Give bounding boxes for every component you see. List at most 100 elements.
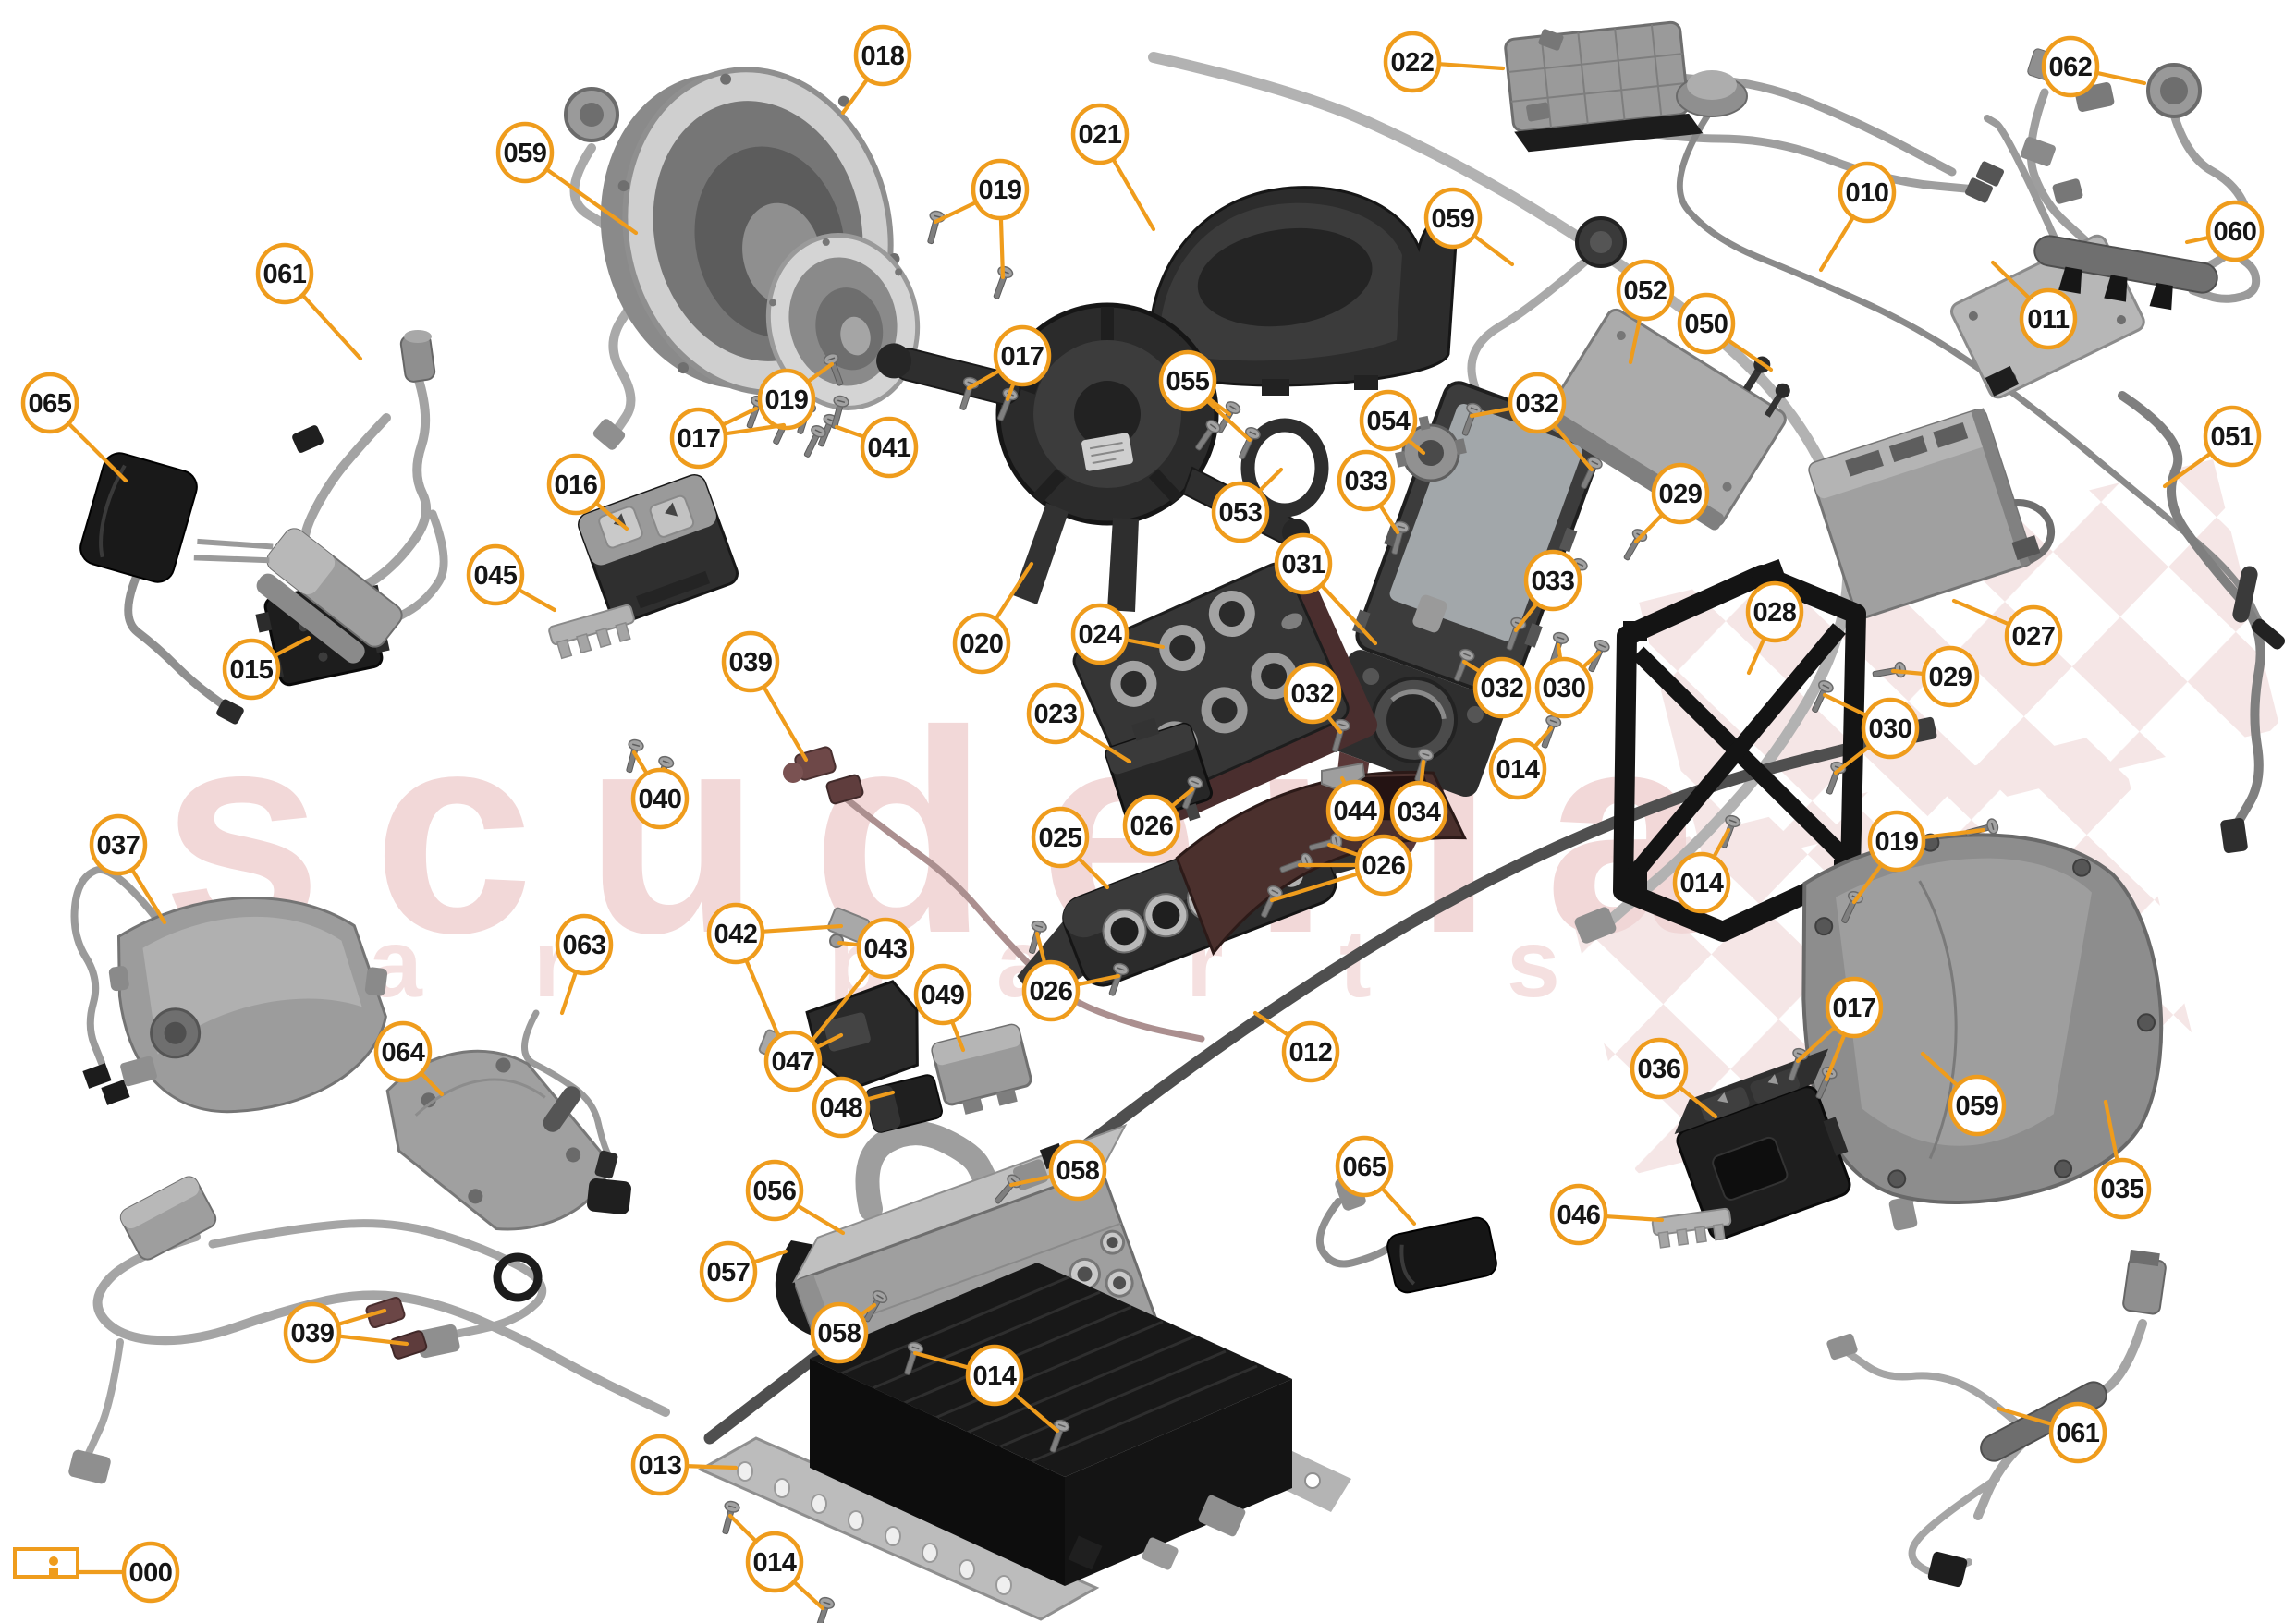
callout-065[interactable]: 065 [1335,1135,1417,1226]
callout-034[interactable]: 034 [1389,759,1448,843]
callout-043[interactable]: 043 [788,917,915,1069]
callout-057[interactable]: 057 [699,1240,788,1303]
callout-circle [2048,1401,2107,1464]
callout-030[interactable]: 030 [1534,642,1602,719]
callout-number: 037 [97,831,140,860]
callout-064[interactable]: 064 [373,1020,445,1097]
callout-014[interactable]: 014 [1672,827,1731,914]
callout-065[interactable]: 065 [20,372,128,483]
callout-052[interactable]: 052 [1616,259,1675,365]
callout-050[interactable]: 050 [1677,292,1774,372]
callout-025[interactable]: 025 [1031,806,1110,890]
callout-029[interactable]: 029 [1633,462,1710,544]
callout-021[interactable]: 021 [1070,103,1156,232]
callout-018[interactable]: 018 [840,24,912,116]
callout-015[interactable]: 015 [222,635,311,701]
callout-017[interactable]: 017 [966,324,1052,402]
callout-058[interactable]: 058 [810,1301,877,1364]
callout-number: 043 [864,934,908,964]
callout-051[interactable]: 051 [2162,405,2262,489]
callout-leader-line [1204,398,1252,443]
callout-leader-line [1990,260,2032,300]
callout-049[interactable]: 049 [913,963,972,1053]
callout-026[interactable]: 026 [1269,834,1413,903]
callout-leader-line [1326,842,1361,858]
callout-number: 058 [818,1319,861,1348]
callout-054[interactable]: 054 [1359,389,1426,456]
callout-circle [546,453,605,516]
callout-014[interactable]: 014 [727,1513,825,1611]
callout-017[interactable]: 017 [1795,976,1884,1082]
callout-037[interactable]: 037 [89,813,167,925]
callout-040[interactable]: 040 [630,750,690,830]
callout-number: 041 [868,433,911,463]
callout-circle [1921,645,1980,708]
callout-number: 017 [678,424,721,454]
callout-014[interactable]: 014 [1488,726,1554,800]
cable-065-end-connector [216,699,244,725]
callout-leader-line [1628,316,1643,365]
callout-059[interactable]: 059 [1423,187,1515,267]
amplifier-box [810,1263,1292,1586]
callout-055[interactable]: 055 [1158,349,1252,443]
callout-039[interactable]: 039 [283,1301,409,1364]
callout-059[interactable]: 059 [495,121,639,236]
callout-033[interactable]: 033 [1513,549,1582,633]
callout-013[interactable]: 013 [630,1434,739,1496]
callout-026[interactable]: 026 [1021,931,1121,1022]
callout-014[interactable]: 014 [912,1344,1060,1434]
callout-042[interactable]: 042 [706,902,844,1047]
callout-011[interactable]: 011 [1990,260,2078,350]
callout-016[interactable]: 016 [546,453,629,531]
callout-032[interactable]: 032 [1461,656,1532,719]
callout-019[interactable]: 019 [757,361,835,431]
callout-063[interactable]: 063 [555,913,614,1016]
callout-circle [1048,1139,1107,1202]
callout-044[interactable]: 044 [1325,775,1385,842]
callout-039[interactable]: 039 [721,630,809,763]
callout-number: 040 [639,785,682,814]
callout-leader-line [1256,467,1284,494]
callout-circle [466,543,525,606]
callout-061[interactable]: 061 [255,242,363,361]
callout-019[interactable]: 019 [933,158,1030,280]
callout-012[interactable]: 012 [1252,1010,1340,1083]
callout-027[interactable]: 027 [1951,598,2063,667]
callout-010[interactable]: 010 [1818,161,1897,273]
callout-number: 049 [922,981,965,1010]
callout-056[interactable]: 056 [745,1159,846,1236]
callout-059[interactable]: 059 [1920,1051,2007,1137]
callout-041[interactable]: 041 [834,416,919,479]
callout-046[interactable]: 046 [1549,1183,1665,1246]
callout-028[interactable]: 028 [1745,580,1804,676]
callout-061[interactable]: 061 [1996,1401,2107,1464]
callout-029[interactable]: 029 [1890,645,1980,708]
boot-switch [1674,1048,1851,1240]
callout-030[interactable]: 030 [1822,692,1920,775]
callout-023[interactable]: 023 [1026,682,1132,764]
callout-062[interactable]: 062 [2041,35,2147,98]
callout-024[interactable]: 024 [1070,603,1166,665]
callout-048[interactable]: 048 [812,1076,896,1139]
callout-circle [121,1541,180,1604]
callout-026[interactable]: 026 [1122,787,1195,857]
callout-033[interactable]: 033 [1337,449,1400,535]
callout-047[interactable]: 047 [763,1030,844,1092]
callout-017[interactable]: 017 [669,406,787,470]
callout-019[interactable]: 019 [1851,810,1986,905]
callout-000[interactable]: 000 [75,1541,180,1604]
cable-010-end-connector [2251,618,2286,650]
callout-032[interactable]: 032 [1283,662,1343,735]
callout-circle [555,913,614,976]
callout-036[interactable]: 036 [1630,1037,1718,1119]
callout-022[interactable]: 022 [1383,31,1506,93]
callout-060[interactable]: 060 [2184,200,2265,262]
callout-circle [89,813,148,876]
callout-035[interactable]: 035 [2093,1099,2152,1220]
callout-058[interactable]: 058 [1008,1139,1107,1202]
callout-031[interactable]: 031 [1274,532,1378,646]
callout-020[interactable]: 020 [952,561,1034,675]
callout-032[interactable]: 032 [1469,372,1594,472]
callout-045[interactable]: 045 [466,543,557,613]
callout-053[interactable]: 053 [1211,467,1284,543]
